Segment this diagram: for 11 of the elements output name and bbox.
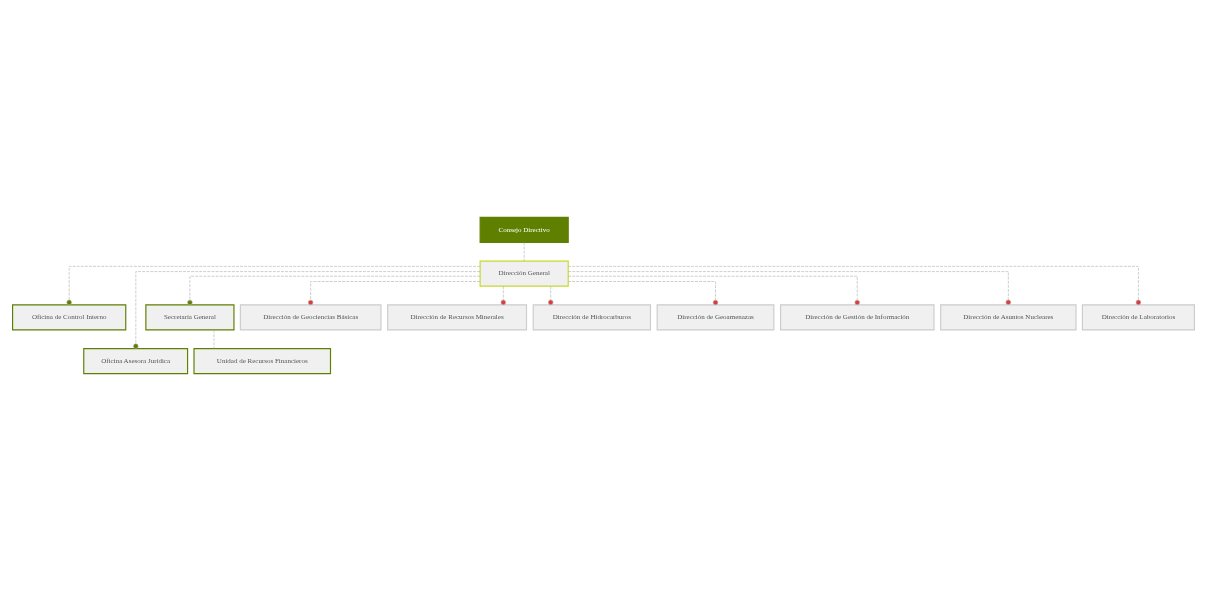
connector [66,265,481,305]
connector [567,275,860,305]
connector [568,280,719,305]
connector [568,270,1011,305]
connector [568,265,1142,305]
connector [133,270,481,349]
connector [548,285,554,305]
connector [500,285,506,305]
connector [523,241,525,261]
connector [308,280,481,305]
connector [187,275,481,305]
